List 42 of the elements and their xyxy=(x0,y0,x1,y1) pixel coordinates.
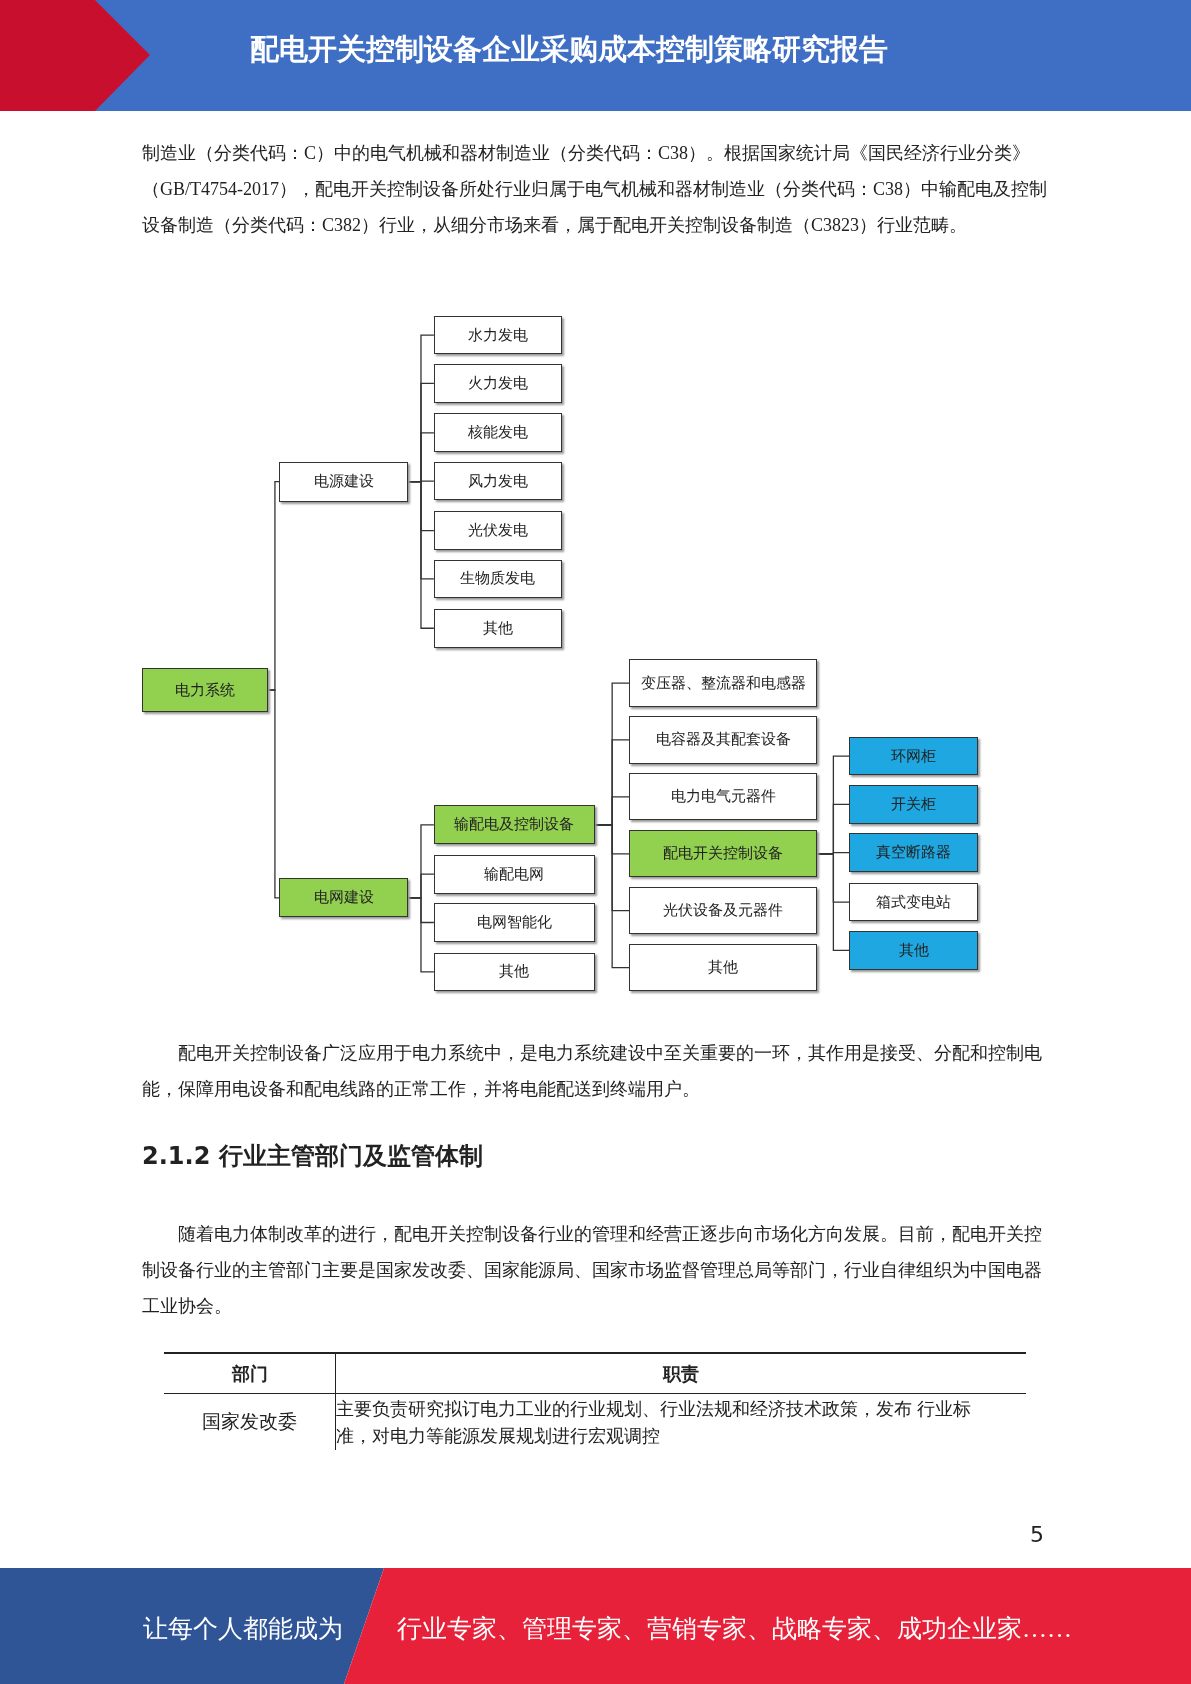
column-header: 部门 xyxy=(164,1352,336,1394)
category-box: 风力发电 xyxy=(433,461,562,501)
category-box: 光伏发电 xyxy=(433,511,562,550)
category-box: 光伏设备及元器件 xyxy=(629,887,818,935)
category-box: 核能发电 xyxy=(433,413,562,453)
category-box: 输配电及控制设备 xyxy=(433,805,595,845)
category-box: 其他 xyxy=(433,608,562,648)
page-number: 5 xyxy=(1030,1522,1044,1547)
category-box: 输配电网 xyxy=(433,854,595,894)
section-heading: 2.1.2 行业主管部门及监管体制 xyxy=(142,1141,483,1172)
category-box: 其他 xyxy=(849,931,979,970)
page-title: 配电开关控制设备企业采购成本控制策略研究报告 xyxy=(250,31,888,68)
footer-slogan: 行业专家、管理专家、营销专家、战略专家、成功企业家…… xyxy=(397,1614,1072,1644)
category-box: 环网柜 xyxy=(849,736,979,776)
category-box: 电力电气元器件 xyxy=(629,773,818,821)
category-box: 生物质发电 xyxy=(433,559,562,599)
duty-description: 主要负责研究拟订电力工业的行业规划、行业法规和经济技术政策，发布 行业标准，对电力等能源发展规划进行宏观调控 xyxy=(336,1398,972,1448)
category-box: 真空断路器 xyxy=(849,833,979,873)
category-box: 火力发电 xyxy=(433,364,562,403)
connector-line xyxy=(407,481,435,629)
column-header: 职责 xyxy=(336,1352,1026,1394)
category-box: 电容器及其配套设备 xyxy=(629,716,818,764)
category-box: 其他 xyxy=(629,944,818,992)
connector-line xyxy=(407,897,435,973)
category-box: 水力发电 xyxy=(433,315,562,355)
category-box: 电网智能化 xyxy=(433,903,595,942)
department-name: 国家发改委 xyxy=(164,1394,336,1450)
body-paragraph: 随着电力体制改革的进行，配电开关控制设备行业的管理和经营正逐步向市场化方向发展。目前，配电开关控制设备行业的主管部门主要是国家发改委、国家能源局、国家市场监督管理总局等部门，行业自律组织为中国电器工业协会。 xyxy=(142,1223,1043,1318)
body-paragraph: 制造业（分类代码：C）中的电气机械和器材制造业（分类代码：C38）。根据国家统计局《国民经济行业分类》（GB/T4754-2017），配电开关控制设备所处行业归属于电气机械和器材制造业（分类代码：C38）中输配电及控制设备制造（分类代码：C382）行业，从细分市场来看，属于配电开关控制设备制造（C3823）行业范畴。 xyxy=(142,142,1048,237)
category-box: 电源建设 xyxy=(279,461,409,502)
category-box: 电力系统 xyxy=(141,668,269,712)
category-box: 箱式变电站 xyxy=(849,882,979,922)
category-box: 开关柜 xyxy=(849,785,979,824)
connector-line xyxy=(816,853,851,952)
body-paragraph: 配电开关控制设备广泛应用于电力系统中，是电力系统建设中至关重要的一环，其作用是接受、分配和控制电能，保障用电设备和配电线路的正常工作，并将电能配送到终端用户。 xyxy=(142,1042,1043,1101)
category-box: 配电开关控制设备 xyxy=(629,830,818,878)
category-box: 变压器、整流器和电感器 xyxy=(629,659,818,707)
category-box: 其他 xyxy=(433,952,595,992)
footer-slogan: 让每个人都能成为 xyxy=(143,1614,343,1644)
connector-line xyxy=(594,824,630,969)
category-box: 电网建设 xyxy=(279,878,409,918)
connector-line xyxy=(267,689,280,899)
